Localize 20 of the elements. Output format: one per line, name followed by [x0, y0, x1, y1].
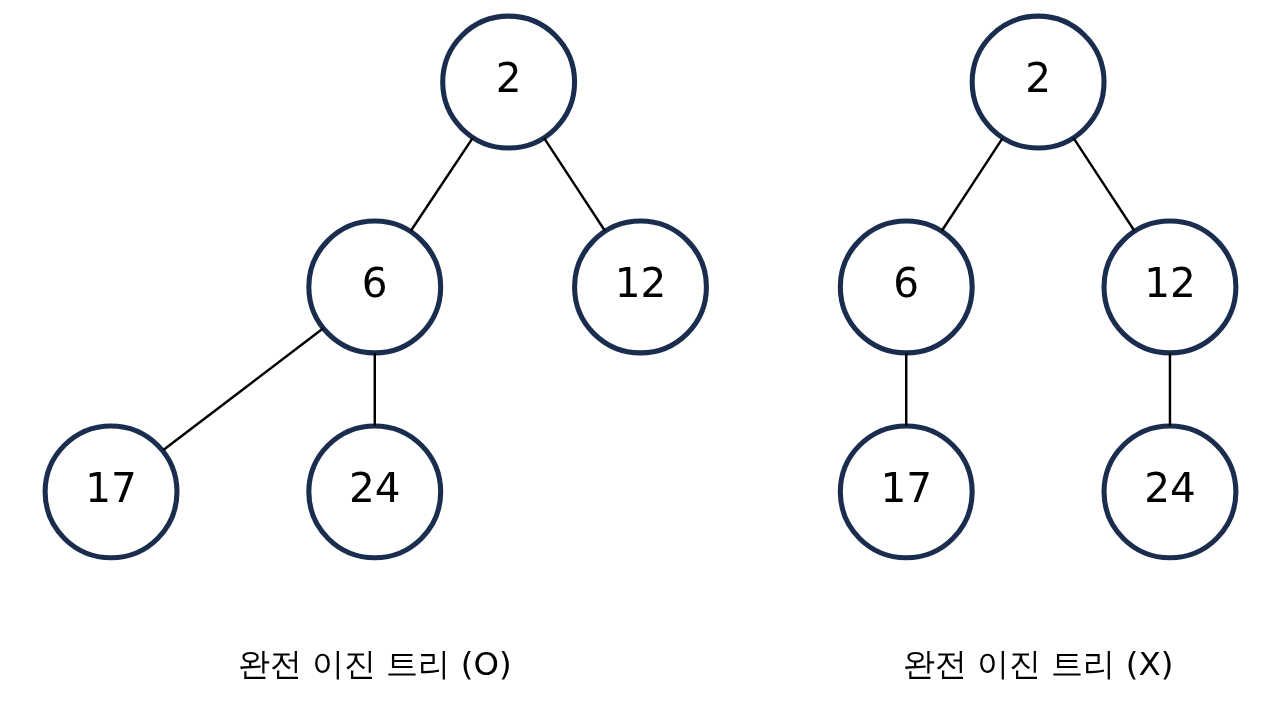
- connector: [162, 327, 324, 451]
- connector: [409, 137, 474, 232]
- node-circle: 2: [969, 13, 1107, 151]
- node-circle: 24: [305, 423, 443, 561]
- node-circle: 12: [571, 218, 709, 356]
- node-circle: 12: [1101, 218, 1238, 356]
- connector: [904, 353, 907, 426]
- connector: [1071, 137, 1136, 232]
- connector: [940, 137, 1004, 232]
- node-circle: 17: [42, 423, 179, 561]
- label: 완전 이진 트리 (O): [237, 645, 512, 684]
- connector: [542, 137, 606, 232]
- connector: [1168, 353, 1171, 426]
- node-circle: 2: [439, 13, 577, 151]
- node-circle: 6: [305, 218, 443, 356]
- node-circle: 6: [837, 218, 975, 356]
- node-circle: 17: [837, 423, 975, 561]
- node-circle: 24: [1101, 423, 1238, 561]
- label: 완전 이진 트리 (X): [902, 645, 1173, 684]
- connector: [373, 353, 376, 426]
